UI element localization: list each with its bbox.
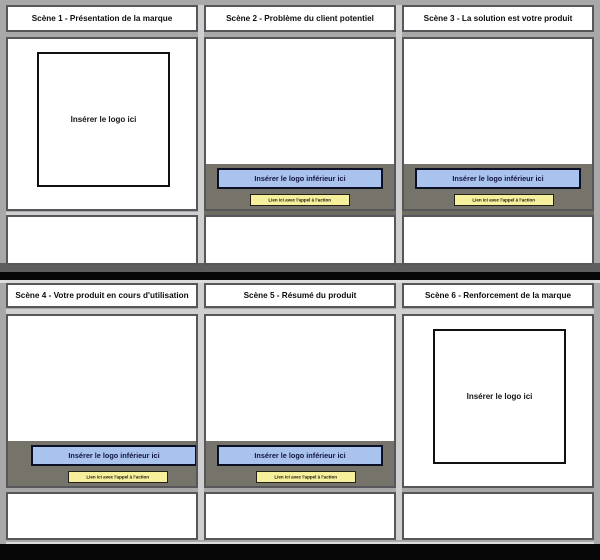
lower-logo-button-label: Insérer le logo inférieur ici — [68, 451, 160, 460]
column-gap — [396, 5, 402, 265]
cta-link-button-label: Lien ici avec l'appel à l'action — [274, 474, 338, 479]
scene-1-title-text: Scène 1 - Présentation de la marque — [31, 13, 173, 23]
logo-placeholder-box[interactable]: Insérer le logo ici — [433, 329, 566, 464]
cta-link-button[interactable]: Lien ici avec l'appel à l'action — [68, 470, 168, 483]
logo-placeholder-label: Insérer le logo ici — [466, 392, 533, 401]
lower-logo-button-label: Insérer le logo inférieur ici — [254, 174, 346, 183]
bottom-light-line — [6, 542, 594, 544]
row1-notes-gap-dark — [402, 211, 594, 215]
scene-3-notes-area[interactable] — [402, 215, 594, 265]
scene-1-notes-area[interactable] — [6, 215, 198, 265]
scene-6-drawing-area[interactable]: Insérer le logo ici — [402, 314, 594, 488]
scene-6-notes-area[interactable] — [402, 492, 594, 540]
scene-5-title-text: Scène 5 - Résumé du produit — [243, 291, 357, 300]
scene-2-notes-area[interactable] — [204, 215, 396, 265]
column-gap — [198, 5, 204, 265]
row1-notes-gap-dark — [204, 211, 396, 215]
logo-placeholder-box[interactable]: Insérer le logo ici — [37, 52, 170, 187]
cta-link-button[interactable]: Lien ici avec l'appel à l'action — [250, 193, 350, 206]
cta-link-button[interactable]: Lien ici avec l'appel à l'action — [256, 470, 356, 483]
lower-logo-button[interactable]: Insérer le logo inférieur ici — [217, 168, 383, 189]
cta-link-button-label: Lien ici avec l'appel à l'action — [472, 197, 536, 202]
column-gap — [396, 283, 402, 540]
scene-6-title-text: Scène 6 - Renforcement de la marque — [424, 291, 572, 300]
row-separator-light-band — [0, 279, 600, 283]
row2-title-gap — [6, 308, 594, 314]
scene-5-notes-area[interactable] — [204, 492, 396, 540]
row-separator-black-band — [0, 271, 600, 280]
scene-1-drawing-area[interactable]: Insérer le logo ici — [6, 37, 198, 211]
logo-placeholder-label: Insérer le logo ici — [70, 115, 137, 124]
lower-logo-button[interactable]: Insérer le logo inférieur ici — [31, 445, 196, 466]
cta-link-button-label: Lien ici avec l'appel à l'action — [268, 197, 332, 202]
column-gap — [198, 283, 204, 540]
cta-link-button-label: Lien ici avec l'appel à l'action — [86, 474, 150, 479]
row-separator-dark-band — [0, 263, 600, 272]
scene-4-notes-area[interactable] — [6, 492, 198, 540]
scene-2-title-text: Scène 2 - Problème du client potentiel — [226, 13, 374, 23]
lower-logo-button[interactable]: Insérer le logo inférieur ici — [415, 168, 581, 189]
lower-logo-button-label: Insérer le logo inférieur ici — [254, 451, 346, 460]
cta-link-button[interactable]: Lien ici avec l'appel à l'action — [454, 193, 554, 206]
bottom-black-band — [0, 543, 600, 560]
scene-1-title: Scène 1 - Présentation de la marque — [6, 5, 198, 32]
scene-6-title: Scène 6 - Renforcement de la marque — [402, 283, 594, 308]
lower-logo-button[interactable]: Insérer le logo inférieur ici — [217, 445, 383, 466]
lower-logo-button-label: Insérer le logo inférieur ici — [452, 174, 544, 183]
scene-4-title: Scène 4 - Votre produit en cours d'utili… — [6, 283, 198, 308]
scene-3-title-text: Scène 3 - La solution est votre produit — [423, 13, 573, 23]
scene-5-title: Scène 5 - Résumé du produit — [204, 283, 396, 308]
scene-3-title: Scène 3 - La solution est votre produit — [402, 5, 594, 32]
scene-4-title-text: Scène 4 - Votre produit en cours d'utili… — [15, 291, 189, 300]
scene-2-title: Scène 2 - Problème du client potentiel — [204, 5, 396, 32]
